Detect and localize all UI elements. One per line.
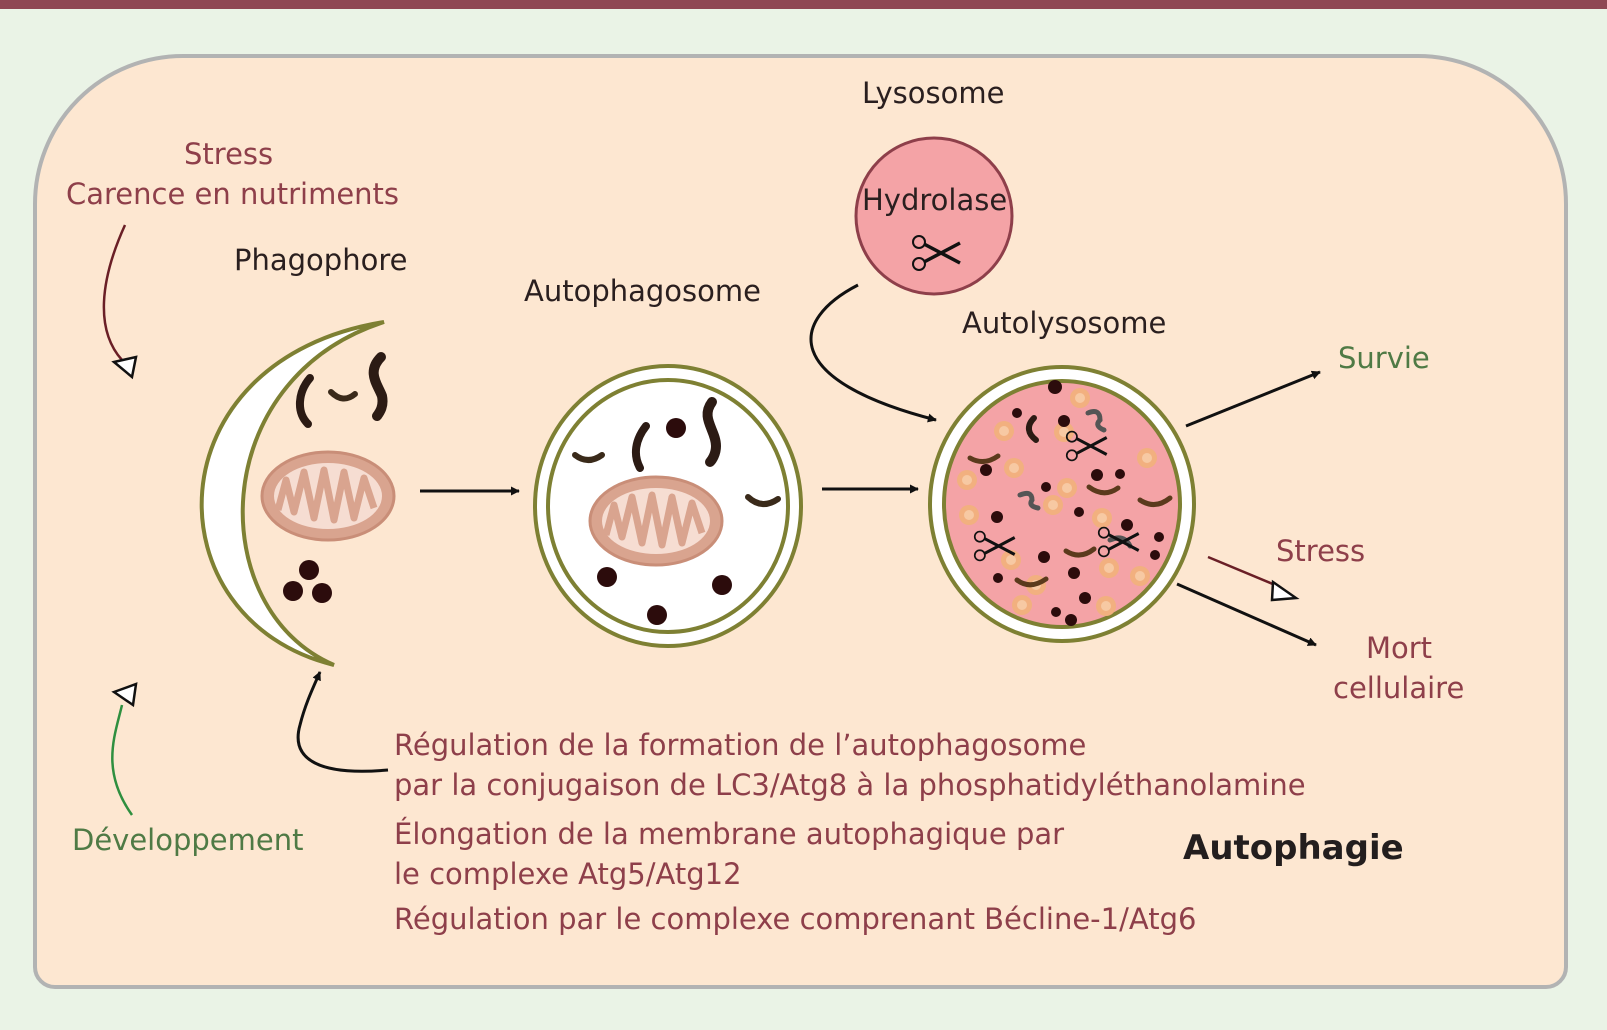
- mort-label: Mort: [1366, 631, 1433, 665]
- survie-label: Survie: [1338, 341, 1430, 375]
- diagram-title: Autophagie: [1183, 828, 1404, 868]
- hollow-arrowhead-icon: [111, 682, 138, 708]
- mitochondrion: [590, 477, 722, 565]
- regulation-line-5: Régulation par le complexe comprenant Bé…: [394, 902, 1197, 936]
- lysosome: [854, 136, 1014, 296]
- regulation-line-1: Régulation de la formation de l’autophag…: [394, 728, 1087, 762]
- stress-label: Stress: [184, 137, 274, 171]
- arrow-developpement-stimulus: [111, 704, 134, 816]
- developpement-label: Développement: [72, 823, 304, 857]
- autophagosome-label: Autophagosome: [524, 274, 761, 308]
- stress-right-label: Stress: [1276, 534, 1366, 568]
- particle: [712, 575, 732, 595]
- protein-fragment: [631, 422, 650, 472]
- particle: [666, 418, 686, 438]
- particle: [283, 581, 303, 601]
- particle: [597, 567, 617, 587]
- arrow-regulation-to-phagophore: [296, 671, 389, 773]
- hollow-arrowhead-icon: [1270, 579, 1300, 602]
- protein-fragment: [702, 397, 722, 467]
- top-accent-bar: [0, 0, 1607, 9]
- particle: [299, 560, 319, 580]
- lysosome-label: Lysosome: [862, 76, 1005, 110]
- cellulaire-label: cellulaire: [1333, 671, 1465, 705]
- regulation-line-3: Élongation de la membrane autophagique p…: [394, 817, 1065, 851]
- arrow-stress-stimulus: [102, 224, 127, 361]
- autolysosome: [928, 365, 1196, 643]
- phagophore: [199, 320, 394, 667]
- arrow-stress-right: [1207, 555, 1281, 589]
- mitochondrion: [262, 452, 394, 540]
- autolysosome-label: Autolysosome: [962, 306, 1167, 340]
- autophagosome: [533, 364, 803, 648]
- protein-fragment: [328, 389, 358, 402]
- hydrolase-label: Hydrolase: [862, 183, 1008, 217]
- particle: [312, 583, 332, 603]
- regulation-line-4: le complexe Atg5/Atg12: [394, 857, 742, 891]
- protein-fragment: [296, 374, 314, 428]
- arrow-lysosome-to-autolysosome: [809, 283, 937, 423]
- arrow-to-survie: [1185, 370, 1321, 428]
- phagophore-label: Phagophore: [234, 243, 408, 277]
- hollow-arrowhead-icon: [111, 355, 138, 380]
- digested-content: [957, 380, 1173, 626]
- particle: [647, 605, 667, 625]
- protein-fragment: [745, 494, 781, 507]
- arrow-to-mort-cellulaire: [1176, 582, 1317, 647]
- regulation-line-2: par la conjugaison de LC3/Atg8 à la phos…: [394, 768, 1306, 802]
- carence-label: Carence en nutriments: [66, 177, 400, 211]
- protein-fragment: [572, 452, 605, 463]
- protein-fragment: [368, 352, 388, 421]
